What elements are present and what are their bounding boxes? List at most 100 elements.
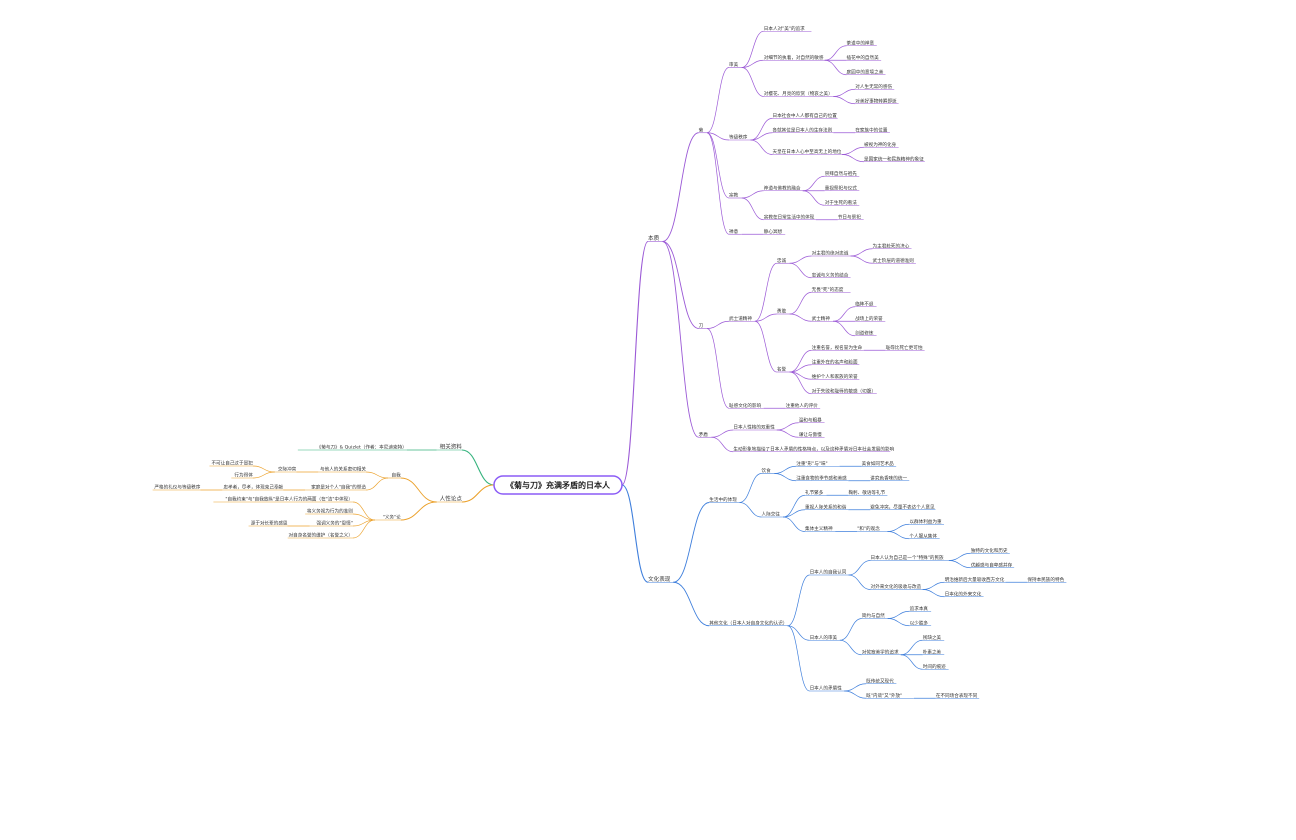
leaf-node[interactable]: 独特的文化和历史	[971, 547, 1008, 554]
leaf-node[interactable]: 注重"形"与"味"	[796, 460, 827, 467]
leaf-node[interactable]: 对主君的绝对忠诚	[812, 250, 849, 257]
leaf-node[interactable]: 被视为神的化身	[864, 141, 897, 148]
root-node-box[interactable]	[493, 475, 623, 495]
leaf-node[interactable]: 菊	[699, 126, 704, 133]
leaf-node[interactable]: 既传统又现代	[866, 677, 894, 684]
leaf-node[interactable]: 日本人的矛盾性	[810, 685, 843, 692]
branch-node[interactable]: 文化表现	[648, 575, 671, 583]
leaf-node[interactable]: 对于生死的看法	[825, 199, 858, 206]
leaf-node[interactable]: 庭园中的意境之美	[847, 68, 884, 75]
branch-node[interactable]: 本质	[648, 234, 660, 242]
leaf-node[interactable]: 重视祭祀与仪式	[825, 184, 858, 191]
leaf-node[interactable]: 在不同场合表现不同	[936, 692, 978, 699]
leaf-node[interactable]: 耻辱比死亡更可怕	[886, 344, 923, 351]
leaf-node[interactable]: 武士阶层的道德准则	[873, 257, 915, 264]
leaf-node[interactable]: 避免冲突，尽量不表达个人意见	[870, 503, 935, 510]
leaf-node[interactable]: 天皇在日本人心中至高无上的地位	[772, 148, 841, 155]
leaf-node[interactable]: 注重食物的季节感和美感	[796, 474, 847, 481]
leaf-node[interactable]: 插花中的自然美	[847, 54, 880, 61]
leaf-node[interactable]: 个人服从集体	[909, 532, 937, 539]
leaf-node[interactable]: 宗教	[729, 192, 739, 199]
leaf-node[interactable]: 美食如同艺术品	[862, 460, 895, 467]
leaf-node[interactable]: 茶道中的禅意	[847, 39, 875, 46]
leaf-node[interactable]: 对人生无常的感伤	[855, 83, 892, 90]
leaf-node[interactable]: 刀	[699, 323, 704, 329]
leaf-node[interactable]: 其他文化（日本人对自身文化的认识）	[709, 619, 787, 626]
leaf-node[interactable]: 对外来文化的吸收与改造	[871, 583, 922, 590]
leaf-node[interactable]: 鞠躬、敬语等礼节	[848, 489, 885, 496]
leaf-node[interactable]: 维护个人和家族的荣誉	[812, 373, 858, 380]
leaf-node[interactable]: 勇敢	[777, 308, 787, 315]
leaf-node[interactable]: 日本人的自我认同	[810, 569, 847, 576]
leaf-node[interactable]: 《菊与刀》& Quizlet（作者：本尼迪克特）	[317, 444, 407, 451]
leaf-node[interactable]: 是国家统一和民族精神的象征	[864, 155, 924, 162]
leaf-node[interactable]: 行为得体	[234, 472, 253, 479]
leaf-node[interactable]: 战场上的荣誉	[855, 315, 883, 322]
leaf-node[interactable]: 对于失败和耻辱的敏感（切腹）	[812, 387, 876, 394]
leaf-node[interactable]: 对细节的执着，对自然的敏感	[764, 54, 824, 61]
leaf-node[interactable]: 简约与自然	[862, 612, 885, 619]
leaf-node[interactable]: 交际冲突	[278, 466, 297, 473]
leaf-node[interactable]: 生活中的体现	[709, 496, 737, 503]
leaf-node[interactable]: 人际交往	[762, 511, 781, 518]
leaf-node[interactable]: 日本社会中人人都有自己的位置	[772, 112, 837, 119]
leaf-node[interactable]: 时间的痕迹	[923, 663, 946, 670]
leaf-node[interactable]: 温和与粗暴	[799, 416, 822, 423]
leaf-node[interactable]: 礼节繁多	[805, 489, 824, 496]
leaf-node[interactable]: 忠诚与义务的结合	[812, 271, 849, 278]
leaf-node[interactable]: 日本化的外来文化	[945, 590, 982, 597]
leaf-node[interactable]: 讲究色香味的统一	[870, 474, 907, 481]
leaf-node[interactable]: 严格的礼仪与等级秩序	[154, 484, 200, 491]
leaf-node[interactable]: 对美好事物转瞬即逝	[855, 97, 897, 104]
leaf-node[interactable]: "和"的观念	[857, 525, 880, 532]
leaf-node[interactable]: 将义务视为行为的准则	[307, 508, 353, 515]
leaf-node[interactable]: 自我	[392, 472, 402, 479]
leaf-node[interactable]: 以群体利益为重	[909, 518, 942, 525]
leaf-node[interactable]: 武士道精神	[729, 315, 752, 322]
leaf-node[interactable]: 日本人对"美"的追求	[764, 25, 805, 32]
leaf-node[interactable]: 残缺之美	[923, 634, 942, 641]
leaf-node[interactable]: 剑道修炼	[855, 329, 874, 336]
leaf-node[interactable]: 对侘寂美学的追求	[862, 648, 899, 655]
leaf-node[interactable]: 注重外在的名声和脸面	[812, 358, 858, 365]
leaf-node[interactable]: 源于对长辈的感恩	[251, 520, 288, 527]
leaf-node[interactable]: 宗教在日常生活中的体现	[764, 213, 815, 220]
leaf-node[interactable]: 对樱花、月亮的欣赏（物哀之美）	[764, 90, 833, 97]
leaf-node[interactable]: 等级秩序	[729, 134, 748, 141]
leaf-node[interactable]: 以少胜多	[910, 619, 929, 626]
leaf-node[interactable]: 名誉	[777, 366, 787, 373]
branch-node[interactable]: 相关资料	[440, 443, 463, 451]
leaf-node[interactable]: 忠孝者，尽孝，体现克己奉献	[223, 484, 283, 491]
leaf-node[interactable]: 在家族中的位置	[855, 126, 888, 133]
leaf-node[interactable]: 保持本民族的特色	[1027, 576, 1064, 583]
leaf-node[interactable]: 优越感与自卑感并存	[971, 561, 1013, 568]
leaf-node[interactable]: 无畏"死"的态度	[812, 286, 844, 293]
leaf-node[interactable]: 禅意	[729, 228, 739, 235]
leaf-node[interactable]: 注重他人的评价	[786, 402, 819, 409]
leaf-node[interactable]: 静心冥想	[764, 228, 783, 235]
leaf-node[interactable]: 饮食	[762, 467, 772, 474]
leaf-node[interactable]: 节日与祭祀	[838, 213, 861, 220]
leaf-node[interactable]: 审美	[729, 61, 739, 68]
leaf-node[interactable]: 家庭是对个人"自我"的塑造	[311, 484, 366, 491]
leaf-node[interactable]: 生动形象地描绘了日本人矛盾的性格特点，以及这种矛盾对日本社会发展的影响	[733, 445, 894, 452]
leaf-node[interactable]: 集体主义精神	[805, 525, 833, 532]
leaf-node[interactable]: "义务"论	[383, 514, 401, 521]
leaf-node[interactable]: 忠诚	[777, 257, 787, 264]
leaf-node[interactable]: 神道与佛教的融合	[764, 184, 801, 191]
branch-node[interactable]: 人性论点	[440, 495, 463, 503]
leaf-node[interactable]: 与他人的关系密切相关	[320, 466, 366, 473]
leaf-node[interactable]: 追求本真	[910, 605, 929, 612]
leaf-node[interactable]: 重视人际关系的和谐	[805, 503, 847, 510]
leaf-node[interactable]: 武士精神	[812, 315, 831, 322]
leaf-node[interactable]: "自我约束"与"自我放纵"是日本人行为的两面（在"洁"中体现）	[225, 496, 353, 503]
leaf-node[interactable]: 朴素之美	[923, 648, 942, 655]
leaf-node[interactable]: 日本人的审美	[810, 634, 838, 641]
leaf-node[interactable]: 明治维新后大量吸收西方文化	[945, 576, 1005, 583]
leaf-node[interactable]: 注重名誉，视名誉为生命	[812, 344, 863, 351]
leaf-node[interactable]: 对自身名誉的维护（名誉之义）	[289, 532, 353, 539]
leaf-node[interactable]: 耻感文化的影响	[729, 402, 762, 409]
leaf-node[interactable]: 强调义务的"恩情"	[316, 520, 352, 527]
leaf-node[interactable]: 谦让与傲慢	[799, 431, 822, 438]
leaf-node[interactable]: 崇拜自然与祖先	[825, 170, 858, 177]
